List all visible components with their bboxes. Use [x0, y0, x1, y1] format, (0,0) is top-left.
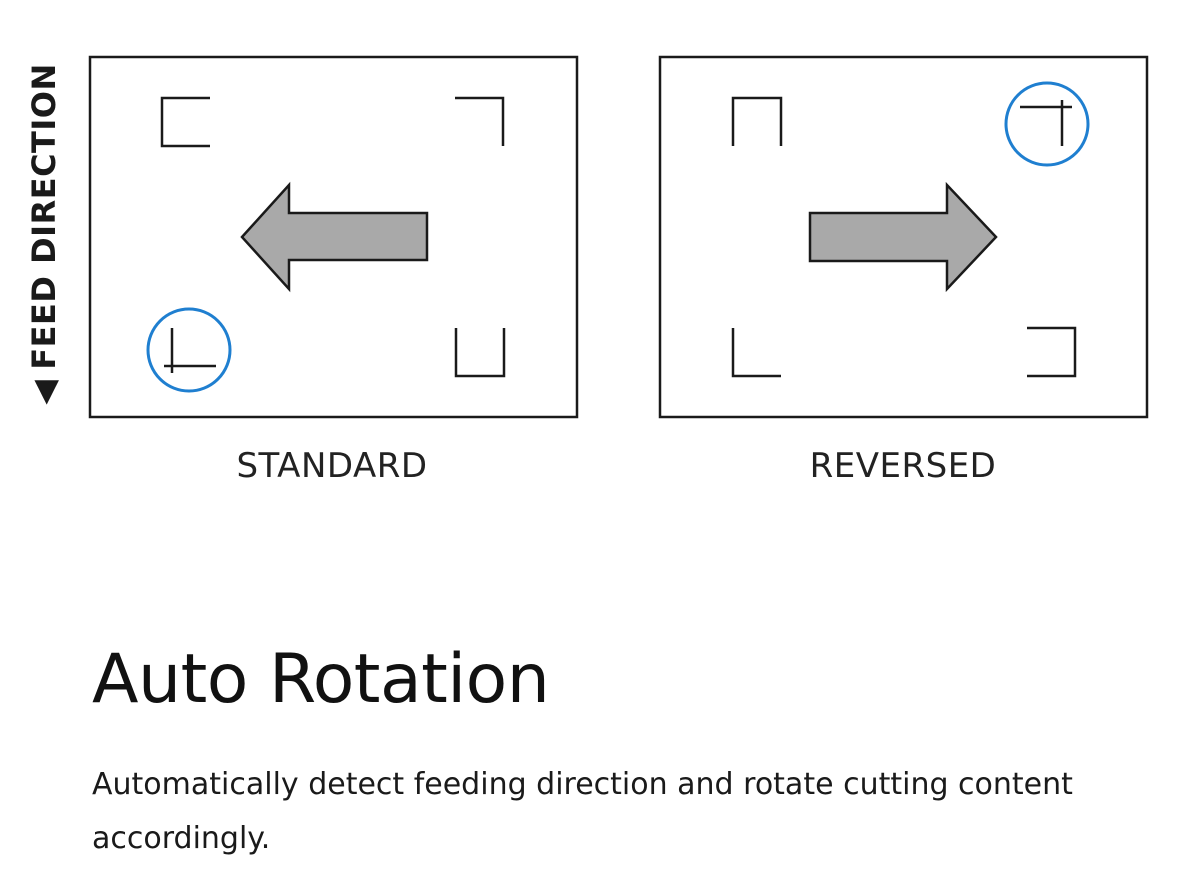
- section-description: Automatically detect feeding direction a…: [92, 767, 1073, 856]
- standard-mark-top-right: [455, 96, 505, 146]
- standard-label: STANDARD: [236, 446, 428, 486]
- reversed-label: REVERSED: [809, 446, 997, 486]
- standard-highlight-circle: [146, 307, 232, 393]
- reversed-arrow-right: [808, 181, 998, 293]
- auto-rotation-diagram: ◀FEED DIRECTION: [25, 55, 1149, 486]
- reversed-panel: [658, 55, 1149, 419]
- standard-arrow-left: [240, 181, 429, 293]
- reversed-mark-top-left: [731, 96, 783, 146]
- reversed-highlight-circle: [1004, 81, 1090, 167]
- reversed-mark-bottom-right: [1027, 326, 1077, 378]
- standard-panel: [88, 55, 579, 419]
- reversed-mark-bottom-left: [731, 328, 781, 378]
- reversed-mark-top-right: [1020, 100, 1072, 146]
- section-title: Auto Rotation: [92, 640, 550, 719]
- standard-mark-top-left: [160, 96, 210, 148]
- standard-mark-bottom-left: [164, 328, 216, 373]
- diagram-canvas: [88, 55, 1149, 419]
- standard-mark-bottom-right: [454, 328, 506, 378]
